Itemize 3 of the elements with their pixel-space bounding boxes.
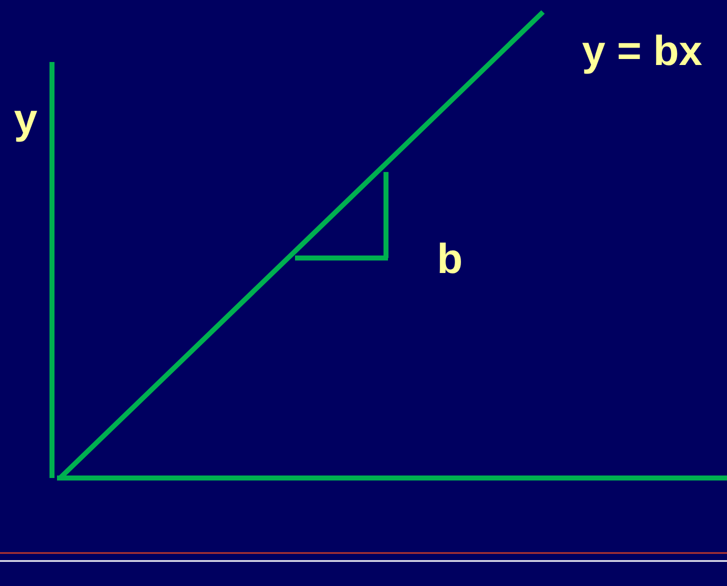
equation-label: y = bx	[582, 30, 702, 72]
axis-label: y	[14, 98, 38, 140]
slope-label: b	[437, 238, 463, 280]
